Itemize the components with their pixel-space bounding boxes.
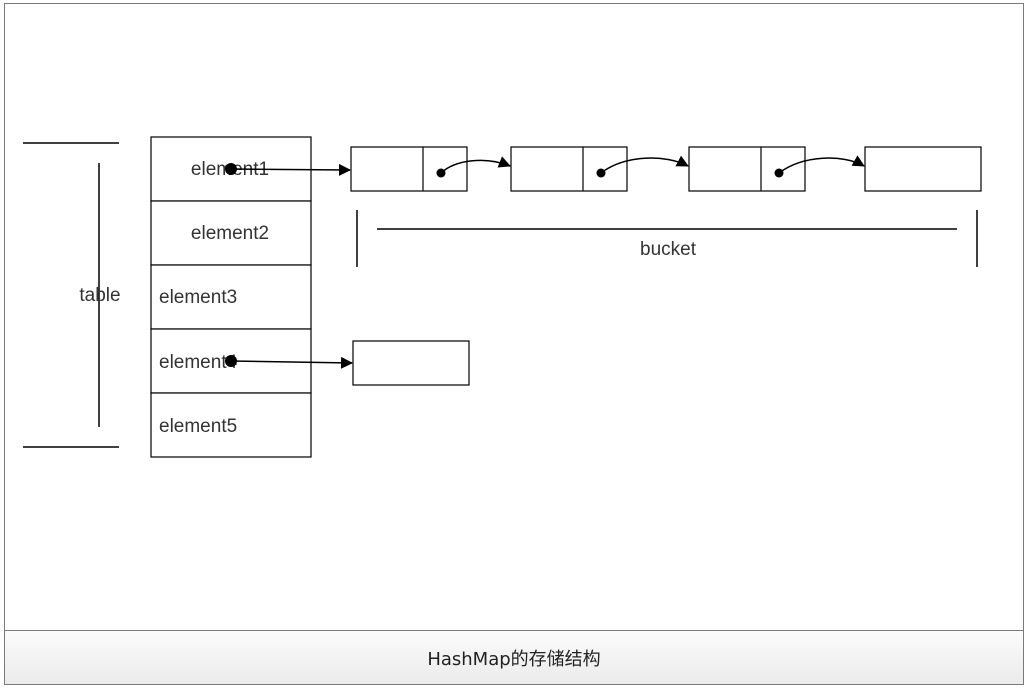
chain-node-1 [350,146,468,192]
caption-bar: HashMap的存储结构 [4,630,1024,685]
node-1-dot [436,168,446,178]
table-cell-label-3: element3 [159,287,237,308]
element4-dot [225,355,237,367]
node-3-next-pointer [778,155,865,174]
chain-node-3 [688,146,806,192]
chain-node-4 [864,146,982,192]
table-cell-label-4: element4 [159,352,238,373]
bucket-label: bucket [640,239,697,260]
node-3-dot [774,168,784,178]
bucket-chain [350,146,982,192]
table-label: table [79,285,120,306]
hashmap-diagram: table element1 element2 element3 element… [23,136,982,458]
element4-chain-node [352,340,470,386]
table-cell-label-5: element5 [159,416,237,437]
caption-text: HashMap的存储结构 [427,648,601,670]
node-2-next-pointer [600,155,689,174]
chain-node-2 [510,146,628,192]
table-cell-2 [150,200,312,266]
pointer-origins [225,163,784,367]
pointers [230,155,865,369]
node-1-next-pointer [440,156,511,174]
element4-pointer [230,356,353,369]
table-cell-5 [150,392,312,458]
element1-pointer [230,163,351,176]
element1-dot [225,163,237,175]
table-cell-label-2: element2 [191,223,269,244]
node-2-dot [596,168,606,178]
